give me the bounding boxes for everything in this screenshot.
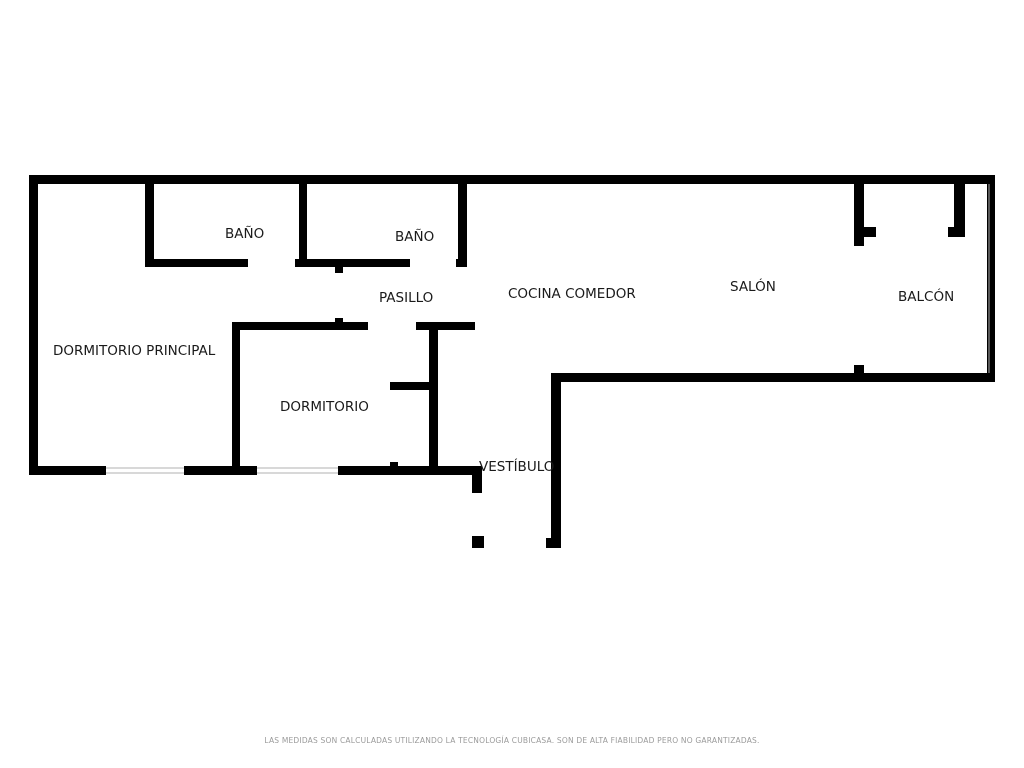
wall-closet-top	[390, 382, 438, 390]
wall-bano1-bottom	[145, 259, 248, 267]
wall-vestibulo-door-jamb	[467, 322, 475, 330]
wall-balcon-divider-top	[854, 175, 864, 246]
wall-left	[29, 175, 38, 475]
wall-balcon-right	[987, 175, 995, 382]
wall-salon-bottom	[551, 373, 995, 382]
disclaimer-text: LAS MEDIDAS SON CALCULADAS UTILIZANDO LA…	[264, 736, 760, 745]
label-pasillo: PASILLO	[379, 290, 433, 306]
wall-closet-jamb-low	[390, 462, 398, 475]
wall-balcon-inner-left	[864, 227, 876, 237]
label-bano-1: BAÑO	[225, 225, 264, 242]
wall-closet-jamb	[390, 382, 398, 390]
wall-dormitorio-top-right	[416, 322, 475, 330]
window-dormitorio-principal	[106, 466, 184, 475]
label-dormitorio-principal: DORMITORIO PRINCIPAL	[53, 343, 216, 359]
wall-balcon-divider-bottom	[854, 365, 864, 382]
wall-bano2-right	[458, 175, 467, 267]
wall-bano1-left	[145, 175, 154, 267]
label-salon: SALÓN	[730, 277, 776, 295]
wall-pasillo-jamb-low	[335, 318, 343, 324]
wall-salon-lower-vertical	[551, 373, 561, 548]
wall-dormitorio-left	[232, 322, 240, 475]
wall-vestibulo-left-bottom	[472, 536, 484, 548]
wall-bottom-left	[29, 466, 482, 475]
wall-bano2-bottom-right	[456, 259, 467, 267]
label-bano-2: BAÑO	[395, 228, 434, 245]
wall-pasillo-jamb	[335, 267, 343, 273]
wall-dormitorio-top	[232, 322, 368, 330]
room-labels: BAÑO BAÑO PASILLO COCINA COMEDOR SALÓN B…	[53, 225, 954, 475]
wall-balcon-inner-right-post	[954, 175, 965, 237]
label-balcon: BALCÓN	[898, 287, 954, 305]
label-vestibulo: VESTÍBULO	[479, 458, 554, 475]
label-dormitorio: DORMITORIO	[280, 399, 369, 415]
wall-top	[29, 175, 995, 184]
wall-bano2-bottom	[307, 259, 410, 267]
windows	[106, 184, 990, 475]
label-cocina-comedor: COCINA COMEDOR	[508, 286, 636, 302]
wall-bano-divider	[299, 175, 307, 267]
wall-balcon-inner-right-foot	[948, 227, 965, 237]
window-dormitorio	[257, 466, 338, 475]
walls	[29, 175, 995, 548]
wall-closet-right	[429, 322, 438, 475]
wall-vestibulo-left	[472, 466, 482, 493]
